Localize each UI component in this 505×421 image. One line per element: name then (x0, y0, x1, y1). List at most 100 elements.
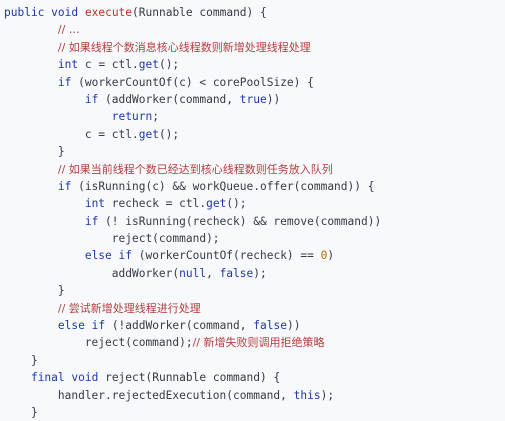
code-token (4, 215, 85, 228)
code-token: } (4, 353, 38, 367)
code-token: (workerCountOf(c) < corePoolSize) { (71, 75, 314, 89)
code-token: (addWorker(command, (98, 92, 240, 106)
code-comment: // 如果当前线程个数已经达到核心线程数则任务放入队列 (57, 162, 333, 176)
code-token: this (293, 388, 321, 402)
code-token (4, 93, 85, 106)
code-token: int (84, 197, 106, 211)
code-line: c = ctl.get(); (4, 126, 505, 143)
code-token (112, 249, 119, 262)
code-token: ); (320, 388, 335, 402)
code-token: (); (226, 197, 247, 211)
code-token (4, 41, 58, 54)
code-line: final void reject(Runnable command) { (4, 369, 505, 386)
code-token: else (57, 319, 85, 333)
code-token (4, 76, 58, 89)
code-token: if (118, 249, 133, 263)
code-token (4, 23, 58, 36)
code-token: recheck = ctl. (105, 197, 207, 211)
code-line: // 尝试新增处理线程进行处理 (4, 300, 505, 317)
code-token: , (206, 266, 220, 280)
code-token: else (84, 249, 112, 263)
code-token: get (138, 58, 159, 72)
code-token (85, 319, 92, 332)
code-line: // … (4, 21, 505, 38)
code-token: ) (327, 249, 335, 263)
code-token: get (138, 127, 159, 141)
code-token: (isRunning(c) && workQueue.offer(command… (71, 179, 375, 193)
code-line: else if (workerCountOf(recheck) == 0) (4, 247, 505, 264)
code-token (4, 319, 58, 332)
code-comment: // 尝试新增处理线程进行处理 (57, 301, 201, 315)
code-line: public void execute(Runnable command) { (4, 4, 505, 21)
code-token: handler.rejectedExecution(command, (4, 388, 294, 402)
code-token: get (206, 197, 227, 211)
code-token: )) (266, 92, 281, 106)
code-token (4, 197, 85, 210)
code-token: public (4, 6, 45, 19)
code-token: int (57, 58, 79, 72)
code-token (4, 249, 85, 262)
code-token: (Runnable command) { (132, 6, 267, 19)
code-token: reject(command); (4, 232, 220, 246)
code-line: } (4, 143, 505, 160)
code-token: return (111, 110, 153, 124)
code-token (78, 6, 85, 19)
code-token: ); (253, 266, 267, 280)
code-token: } (4, 405, 38, 419)
code-line: } (4, 352, 505, 369)
code-token: if (84, 214, 99, 228)
code-token: void (51, 6, 79, 19)
code-token (4, 163, 58, 176)
code-token: c = ctl. (78, 58, 139, 72)
code-token (4, 302, 58, 315)
code-token: if (57, 75, 72, 89)
code-token: if (84, 92, 99, 106)
code-line: if (workerCountOf(c) < corePoolSize) { (4, 74, 505, 91)
code-token: reject(command); (4, 336, 193, 350)
code-token: false (253, 319, 287, 333)
code-comment: // 新增失败则调用拒绝策略 (192, 336, 325, 350)
code-token: } (4, 145, 65, 159)
code-token: execute (84, 6, 133, 19)
code-token (4, 371, 31, 384)
code-line: } (4, 282, 505, 299)
code-token: )) (286, 319, 301, 333)
code-line: reject(command);// 新增失败则调用拒绝策略 (4, 334, 505, 351)
code-line: if (isRunning(c) && workQueue.offer(comm… (4, 178, 505, 195)
code-token: (); (158, 58, 180, 72)
code-token: if (57, 179, 72, 193)
code-token (4, 110, 112, 123)
code-token: addWorker( (4, 266, 180, 280)
code-line: int recheck = ctl.get(); (4, 195, 505, 212)
code-block: public void execute(Runnable command) { … (4, 4, 505, 419)
code-token: (); (158, 127, 180, 141)
code-token: ; (152, 110, 159, 124)
code-line: handler.rejectedExecution(command, this)… (4, 387, 505, 404)
code-line: addWorker(null, false); (4, 265, 505, 282)
code-token: true (239, 92, 267, 106)
code-token: if (91, 319, 106, 333)
code-token (4, 58, 58, 71)
code-line: // 如果当前线程个数已经达到核心线程数则任务放入队列 (4, 161, 505, 178)
code-token: 0 (320, 249, 328, 263)
code-line: if (! isRunning(recheck) && remove(comma… (4, 213, 505, 230)
code-line: reject(command); (4, 230, 505, 247)
code-line: int c = ctl.get(); (4, 56, 505, 73)
code-token: void (71, 371, 99, 385)
code-token: final (30, 371, 65, 385)
code-line: // 如果线程个数消息核心线程数则新增处理线程处理 (4, 39, 505, 56)
code-token: (! isRunning(recheck) && remove(command)… (98, 214, 382, 228)
code-token: (!addWorker(command, (105, 319, 254, 333)
code-line: else if (!addWorker(command, false)) (4, 317, 505, 334)
code-comment: // 如果线程个数消息核心线程数则新增处理线程处理 (57, 40, 311, 54)
code-line: if (addWorker(command, true)) (4, 91, 505, 108)
code-token: false (219, 266, 254, 280)
code-token: null (179, 266, 207, 280)
code-token: (workerCountOf(recheck) == (132, 249, 321, 263)
code-token (4, 180, 58, 193)
code-comment: // … (57, 23, 80, 37)
code-line: return; (4, 108, 505, 125)
code-token: c = ctl. (4, 127, 139, 141)
code-token: reject(Runnable command) { (98, 371, 281, 385)
code-token: } (4, 284, 65, 298)
